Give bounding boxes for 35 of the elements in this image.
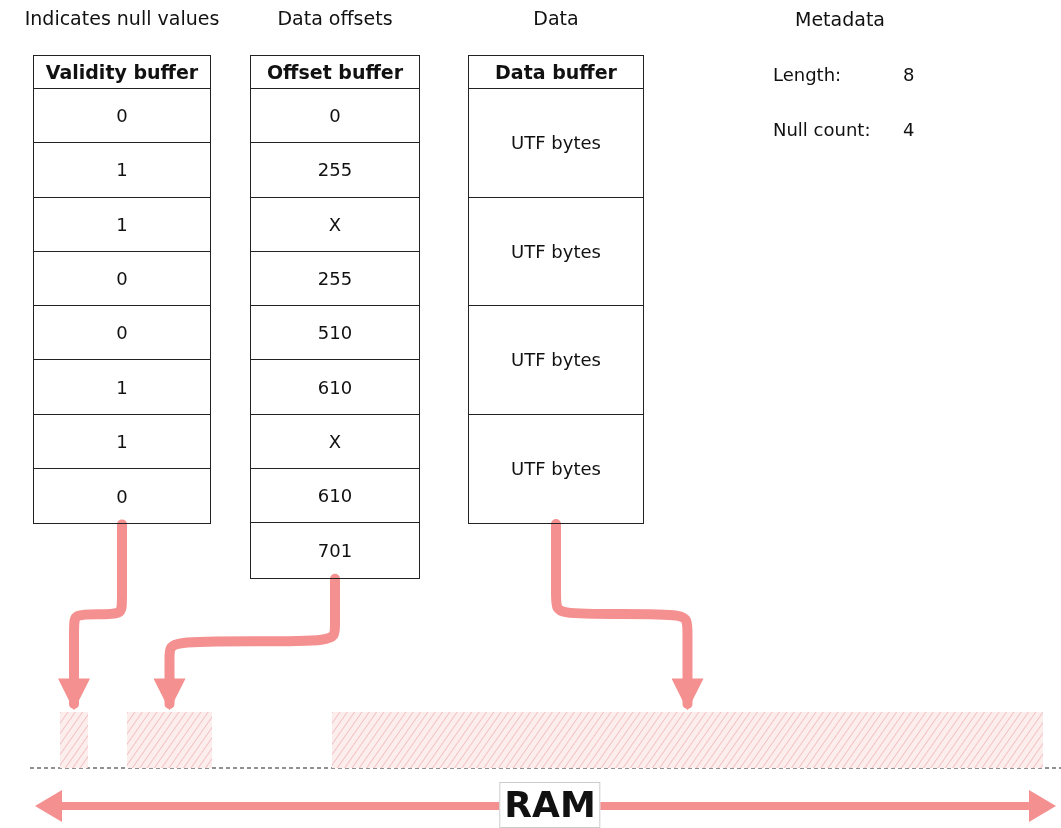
metadata-value: 8: [903, 64, 915, 85]
table-cell: 0: [34, 251, 210, 307]
table-cell: 610: [251, 360, 419, 415]
table-cell: 255: [251, 251, 419, 307]
table-cell: 1: [34, 414, 210, 470]
table-header: Data buffer: [495, 61, 617, 83]
table-cell: UTF bytes: [469, 197, 643, 306]
metadata-key: Length:: [773, 64, 842, 85]
table-cell: UTF bytes: [469, 306, 643, 415]
table-cell: 510: [251, 306, 419, 361]
table-cell: 0: [34, 469, 210, 524]
metadata-value: 4: [903, 119, 915, 140]
arrow: [58, 519, 127, 711]
column-title: Data: [532, 7, 580, 29]
table-header: Offset buffer: [266, 61, 404, 83]
table-cell: 701: [251, 523, 419, 578]
arrow: [551, 519, 704, 711]
ram-label: RAM: [499, 782, 601, 828]
metadata-key: Null count:: [773, 119, 871, 140]
table-cell: 255: [251, 143, 419, 198]
table-cell: 0: [251, 89, 419, 144]
table-cell: UTF bytes: [469, 414, 643, 523]
table-header: Validity buffer: [45, 61, 199, 83]
table-cell: UTF bytes: [469, 89, 643, 198]
table-cell: 1: [34, 143, 210, 198]
arrow: [153, 573, 340, 711]
table-cell: 610: [251, 469, 419, 524]
table-cell: 1: [34, 360, 210, 415]
table-cell: X: [251, 197, 419, 252]
column-title: Indicates null values: [23, 7, 221, 29]
table-cell: 0: [34, 89, 210, 144]
table-cell: X: [251, 414, 419, 470]
table-cell: 1: [34, 197, 210, 252]
section-title: Metadata: [795, 8, 885, 30]
table-cell: 0: [34, 306, 210, 361]
